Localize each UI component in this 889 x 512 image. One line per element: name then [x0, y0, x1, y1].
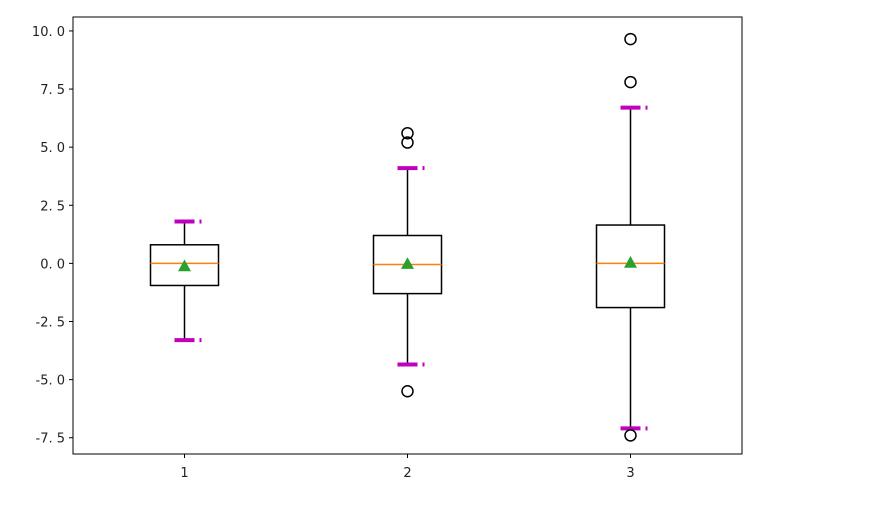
plot-frame: [72, 16, 743, 455]
y-axis: 10. 0 7. 5 5. 0 2. 5 0. 0 -2. 5 -5. 0 -7. 5: [32, 25, 73, 447]
x-tick-label: 2: [403, 466, 411, 481]
outlier-point: [401, 384, 414, 398]
y-tick-label: -7. 5: [36, 432, 66, 447]
mean-marker: [624, 256, 637, 268]
box-group-2: [372, 126, 443, 398]
y-tick-label: -2. 5: [36, 316, 66, 331]
y-tick-label: 7. 5: [40, 83, 65, 98]
box-group-3: [595, 32, 666, 442]
x-axis: 1 2 3: [180, 454, 635, 481]
outlier-point: [624, 429, 637, 442]
x-tick-label: 1: [180, 466, 188, 481]
boxes-layer: [149, 32, 666, 442]
box-group-1: [149, 219, 220, 343]
y-tick-label: 2. 5: [40, 199, 65, 214]
outlier-point: [401, 126, 414, 140]
outlier-point: [401, 136, 414, 149]
mean-marker: [401, 257, 414, 269]
y-tick-label: 5. 0: [40, 141, 65, 156]
y-tick-label: -5. 0: [36, 374, 66, 389]
mean-marker: [178, 259, 191, 272]
y-tick-label: 0. 0: [40, 257, 65, 272]
x-tick-label: 3: [626, 466, 634, 481]
outlier-point: [624, 32, 637, 46]
box-iqr: [595, 224, 666, 309]
y-tick-label: 10. 0: [32, 25, 65, 40]
outlier-point: [624, 75, 637, 89]
box-iqr: [149, 244, 220, 287]
